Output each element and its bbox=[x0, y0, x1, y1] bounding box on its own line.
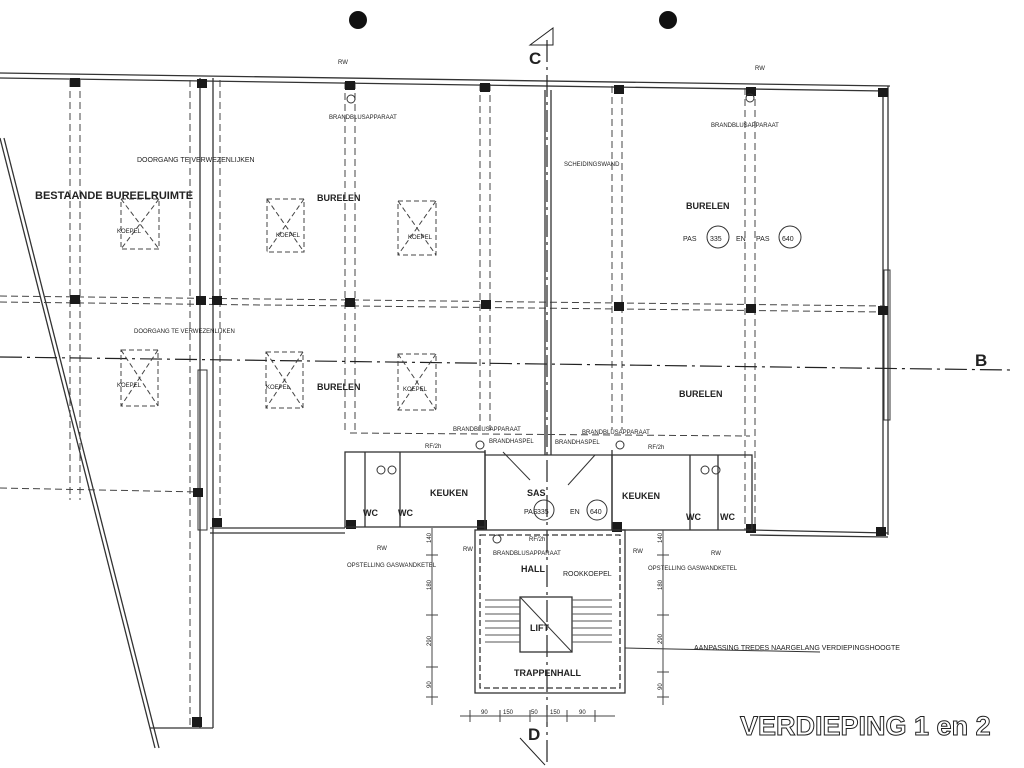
outer-walls bbox=[0, 72, 891, 749]
columns bbox=[70, 78, 888, 727]
dimension-label: 180 bbox=[658, 579, 664, 590]
room-label-wc: WC bbox=[398, 508, 413, 518]
note-extinguisher: BRANDBLUSAPPARAAT bbox=[493, 551, 561, 557]
room-label-sas: SAS bbox=[527, 488, 546, 498]
en-label: EN bbox=[570, 509, 580, 516]
pas-number: 335 bbox=[710, 236, 722, 243]
room-label-offices: BURELEN bbox=[317, 382, 361, 392]
note-rf: RF/2h bbox=[529, 537, 545, 543]
note-rw: RW bbox=[711, 551, 721, 557]
note-rw: RW bbox=[463, 547, 473, 553]
pas-number: 640 bbox=[782, 236, 794, 243]
note-rw: RW bbox=[377, 546, 387, 552]
note-rw: RW bbox=[633, 549, 643, 555]
pas-number: 640 bbox=[590, 509, 602, 516]
note-rf: RF/2h bbox=[648, 445, 664, 451]
room-label-wc: WC bbox=[363, 508, 378, 518]
room-label-wc: WC bbox=[720, 512, 735, 522]
note-hose-reel: BRANDHASPEL bbox=[555, 440, 600, 446]
drawing-title: VERDIEPING 1 en 2 bbox=[740, 711, 991, 741]
note-passage: DOORGANG TE VERWEZENLIJKEN bbox=[137, 157, 255, 164]
axis-lines bbox=[0, 27, 1011, 766]
note-rf: RF/2h bbox=[425, 444, 441, 450]
axis-label-d: D bbox=[528, 725, 540, 744]
pas-label: PAS bbox=[524, 509, 538, 516]
room-label-kitchen: KEUKEN bbox=[430, 488, 468, 498]
room-label-offices: BURELEN bbox=[686, 201, 730, 211]
note-passage: DOORGANG TE VERWEZENLIJKEN bbox=[134, 329, 235, 335]
en-label: EN bbox=[736, 236, 746, 243]
axis-label-b: B bbox=[975, 351, 987, 370]
leader-line bbox=[624, 647, 821, 653]
dimension-label: 140 bbox=[658, 532, 664, 543]
note-extinguisher: BRANDBLUSAPPARAAT bbox=[453, 427, 521, 433]
note-dome: KOEPEL bbox=[276, 233, 301, 239]
note-extinguisher: BRANDBLUSAPPARAAT bbox=[582, 430, 650, 436]
dimension-label: 90 bbox=[481, 710, 488, 716]
room-label-wc: WC bbox=[686, 512, 701, 522]
note-dome: KOEPEL bbox=[117, 229, 142, 235]
dimension-label: 180 bbox=[427, 579, 433, 590]
room-label-hall: HALL bbox=[521, 564, 545, 574]
note-extinguisher: BRANDBLUSAPPARAAT bbox=[329, 115, 397, 121]
punch-hole bbox=[349, 11, 367, 29]
room-label-stairhall: TRAPPENHALL bbox=[514, 668, 582, 678]
room-label-offices: BURELEN bbox=[679, 389, 723, 399]
note-dome: KOEPEL bbox=[403, 387, 428, 393]
dimension-label: 150 bbox=[550, 710, 561, 716]
dimension-label: 150 bbox=[503, 710, 514, 716]
dimension-lines bbox=[426, 528, 669, 722]
room-label-lift: LIFT bbox=[530, 623, 549, 633]
dimension-label: 90 bbox=[658, 683, 664, 690]
service-core bbox=[344, 93, 802, 694]
axis-label-c: C bbox=[529, 49, 541, 68]
note-boiler: OPSTELLING GASWANDKETEL bbox=[347, 563, 437, 569]
note-dome: KOEPEL bbox=[266, 385, 291, 391]
pas-number: 335 bbox=[537, 509, 549, 516]
note-dome: KOEPEL bbox=[117, 383, 142, 389]
dimension-label: 140 bbox=[427, 532, 433, 543]
note-partition: SCHEIDINGSWAND bbox=[564, 162, 620, 168]
room-label-offices: BURELEN bbox=[317, 193, 361, 203]
dimension-label: 90 bbox=[579, 710, 586, 716]
note-rw: RW bbox=[755, 66, 765, 72]
skylights bbox=[120, 198, 437, 411]
note-hose-reel: BRANDHASPEL bbox=[489, 439, 534, 445]
note-extinguisher: BRANDBLUSAPPARAAT bbox=[711, 123, 779, 129]
dimension-label: 50 bbox=[531, 710, 538, 716]
pas-label: PAS bbox=[683, 236, 697, 243]
dimension-label: 290 bbox=[427, 635, 433, 646]
punch-hole bbox=[659, 11, 677, 29]
pas-label: PAS bbox=[756, 236, 770, 243]
dimension-label: 290 bbox=[658, 633, 664, 644]
note-boiler: OPSTELLING GASWANDKETEL bbox=[648, 566, 738, 572]
dimension-label: 90 bbox=[427, 681, 433, 688]
structural-grid bbox=[0, 80, 886, 725]
room-label-existing-office: BESTAANDE BUREELRUIMTE bbox=[35, 190, 193, 202]
note-stairs: AANPASSING TREDES NAARGELANG VERDIEPINGS… bbox=[694, 645, 900, 652]
note-smoke-dome: ROOKKOEPEL bbox=[563, 571, 612, 578]
note-rw: RW bbox=[338, 60, 348, 66]
note-dome: KOEPEL bbox=[408, 235, 433, 241]
room-label-kitchen: KEUKEN bbox=[622, 491, 660, 501]
